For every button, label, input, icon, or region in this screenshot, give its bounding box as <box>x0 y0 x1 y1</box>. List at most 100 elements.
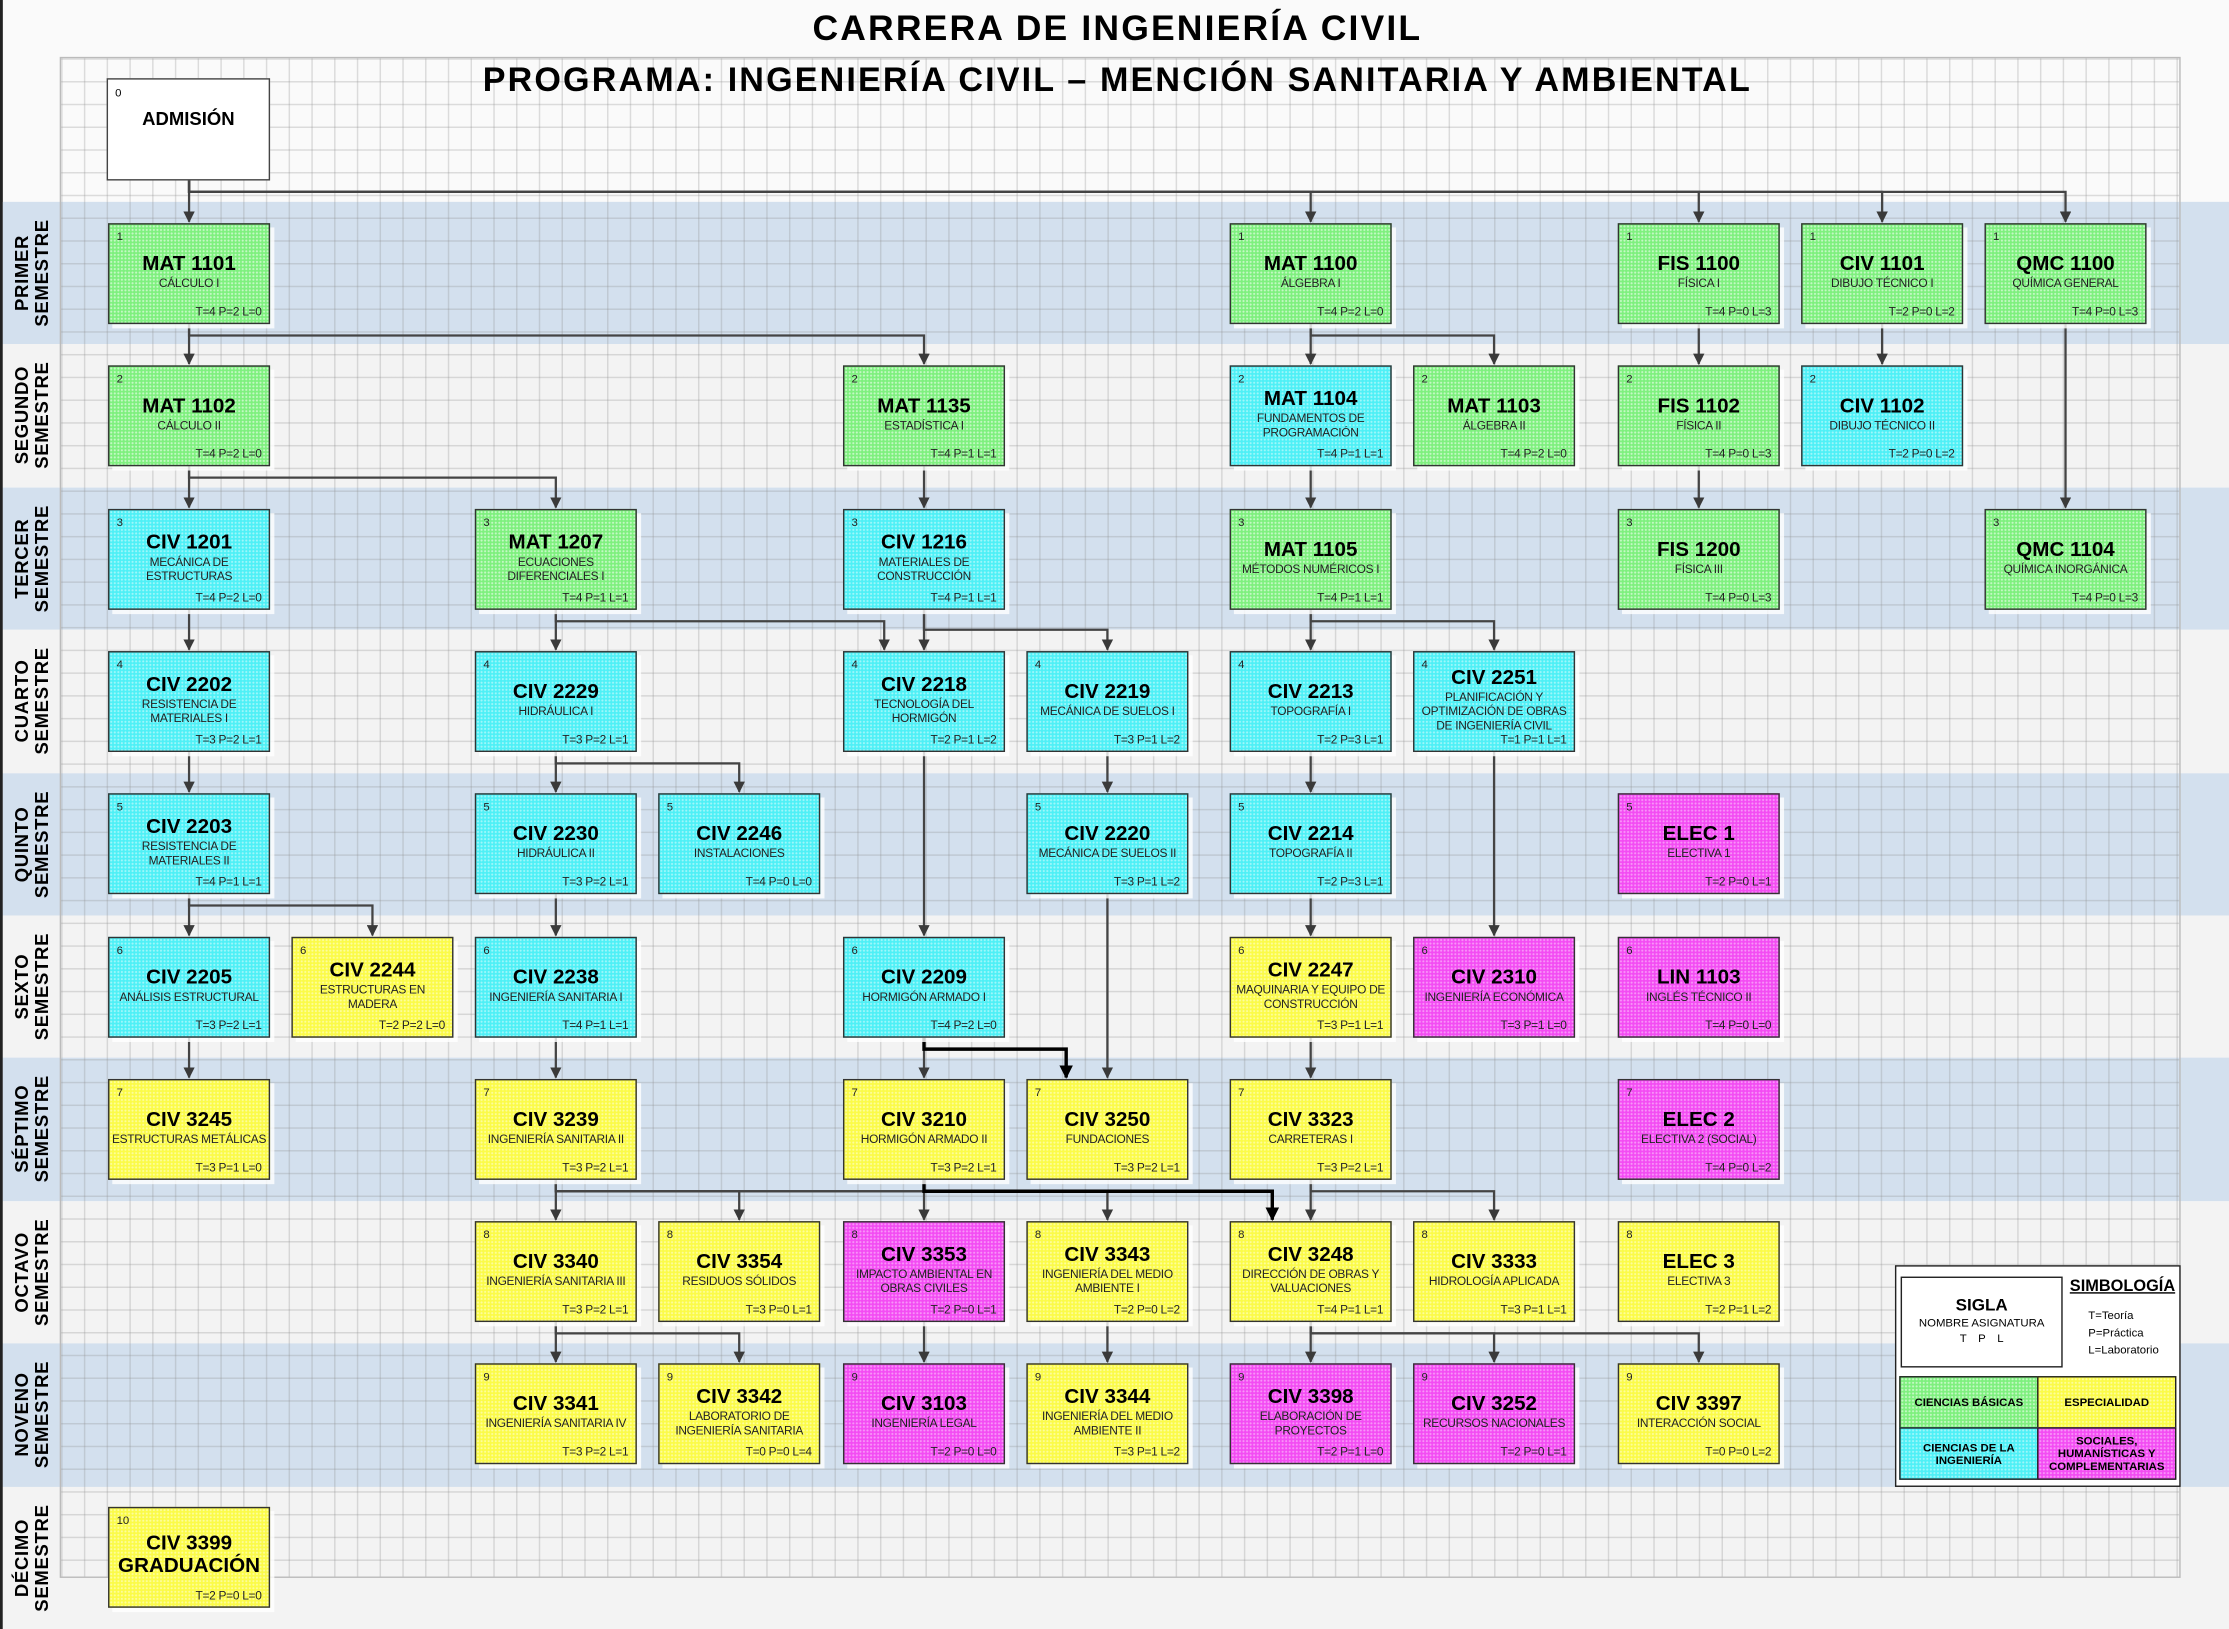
course-hours: T=4 P=1 L=1 <box>1317 446 1384 461</box>
course-name: INTERACCIÓN SOCIAL <box>1636 1415 1761 1430</box>
arrow-mat-1207-to-civ-2218 <box>554 609 890 651</box>
course-code: CIV 3343 <box>1064 1243 1151 1266</box>
course-code: CIV 2238 <box>512 965 599 989</box>
course-hours: T=2 P=2 L=0 <box>378 1017 445 1033</box>
course-hours: T=2 P=1 L=2 <box>930 732 997 747</box>
course-semester-number: 6 <box>1421 943 1428 957</box>
legend-sociales: SOCIALES, HUMANÍSTICAS Y COMPLEMENTARIAS <box>2037 1427 2177 1480</box>
course-code: CIV 2229 <box>512 680 599 703</box>
course-hours: T=3 P=1 L=0 <box>195 1159 262 1175</box>
course-code: ELEC 2 <box>1662 1108 1735 1131</box>
admission-box[interactable]: 0 ADMISIÓN <box>106 78 271 181</box>
course-semester-number: 2 <box>851 372 858 386</box>
course-semester-number: 3 <box>1626 516 1633 529</box>
course-code: MAT 1102 <box>142 394 236 418</box>
course-code: QMC 1100 <box>2016 252 2115 276</box>
course-semester-number: 2 <box>1626 372 1633 386</box>
course-name: FUNDAMENTOS DE PROGRAMACIÓN <box>1256 410 1365 439</box>
course-name: ELABORACIÓN DE PROYECTOS <box>1259 1408 1362 1437</box>
legend-def-teoria: T=Teoría <box>2088 1309 2134 1323</box>
course-hours: T=2 P=0 L=0 <box>930 1444 997 1459</box>
legend: SIGLA NOMBRE ASIGNATURA T P L SIMBOLOGÍA… <box>1894 1265 2181 1487</box>
course-hours: T=2 P=0 L=1 <box>930 1302 997 1317</box>
course-name: CARRETERAS I <box>1268 1130 1353 1146</box>
course-semester-number: 5 <box>1034 800 1042 814</box>
course-semester-number: 4 <box>483 658 490 671</box>
course-name: PLANIFICACIÓN Y OPTIMIZACIÓN DE OBRAS DE… <box>1421 688 1567 732</box>
course-semester-number: 7 <box>1238 1086 1245 1099</box>
legend-nombre: NOMBRE ASIGNATURA <box>1918 1316 2045 1330</box>
course-hours: T=3 P=2 L=1 <box>562 874 629 889</box>
arrow-civ-3239-to-civ-3354 <box>554 1179 745 1221</box>
course-semester-number: 2 <box>1238 372 1245 386</box>
course-semester-number: 7 <box>483 1086 490 1099</box>
course-code: QMC 1104 <box>2016 538 2115 561</box>
course-semester-number: 9 <box>483 1370 490 1384</box>
course-name: INGENIERÍA DEL MEDIO AMBIENTE I <box>1041 1265 1173 1295</box>
course-code: CIV 3341 <box>512 1392 599 1416</box>
course-name: ESTRUCTURAS METÁLICAS <box>111 1130 267 1146</box>
course-code: CIV 3252 <box>1451 1392 1538 1416</box>
course-code: MAT 1101 <box>142 252 236 276</box>
course-code: CIV 3250 <box>1064 1108 1151 1131</box>
course-semester-number: 1 <box>116 230 123 244</box>
